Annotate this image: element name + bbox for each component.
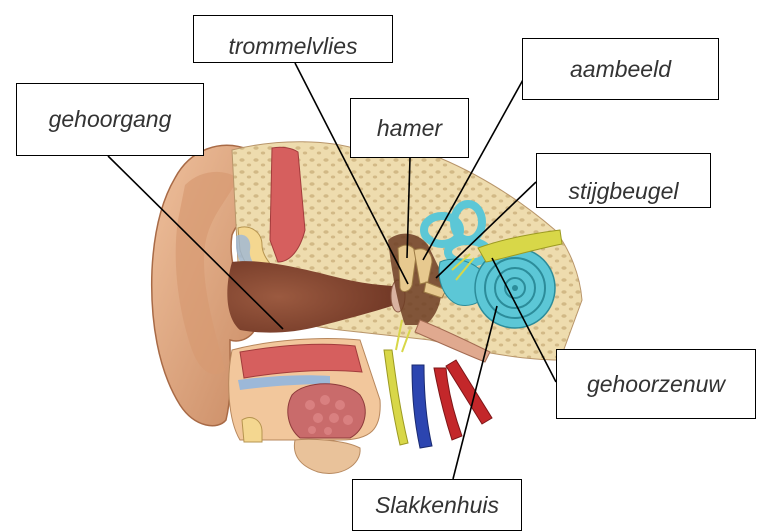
label-gehoorzenuw: gehoorzenuw: [556, 349, 756, 419]
label-gehoorgang-text: gehoorgang: [49, 106, 172, 133]
label-stijgbeugel: stijgbeugel: [536, 153, 711, 208]
label-gehoorgang: gehoorgang: [16, 83, 204, 156]
label-stijgbeugel-text: stijgbeugel: [569, 178, 679, 205]
label-gehoorzenuw-text: gehoorzenuw: [587, 371, 725, 398]
label-aambeeld-text: aambeeld: [570, 56, 671, 83]
label-aambeeld: aambeeld: [522, 38, 719, 100]
nerve-strand: [384, 350, 408, 445]
earlobe: [294, 439, 360, 473]
label-hamer: hamer: [350, 98, 469, 158]
label-trommelvlies: trommelvlies: [193, 15, 393, 63]
label-hamer-text: hamer: [377, 115, 442, 142]
label-slakkenhuis: Slakkenhuis: [352, 479, 522, 531]
lower-cartilage: [242, 418, 262, 442]
label-trommelvlies-text: trommelvlies: [228, 33, 357, 60]
vein: [412, 365, 432, 448]
label-slakkenhuis-text: Slakkenhuis: [375, 492, 499, 519]
